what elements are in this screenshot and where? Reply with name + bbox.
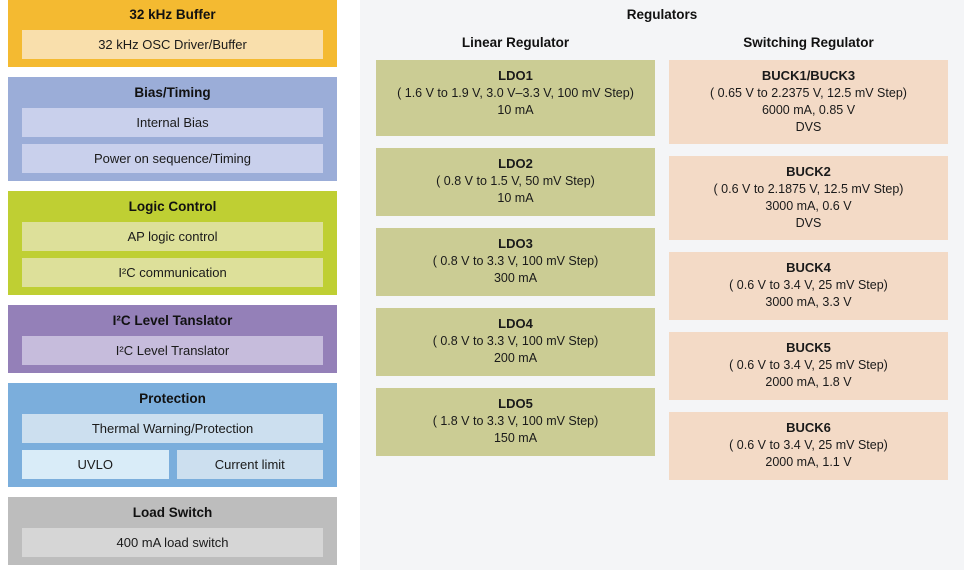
regulator-name: LDO3 <box>498 236 533 251</box>
regulator-extra: DVS <box>795 216 822 230</box>
regulator-columns: Linear Regulator LDO1 ( 1.6 V to 1.9 V, … <box>376 34 948 492</box>
regulator-card-ldo1: LDO1 ( 1.6 V to 1.9 V, 3.0 V–3.3 V, 100 … <box>376 60 655 136</box>
regulator-name: BUCK5 <box>786 340 831 355</box>
block-item-i2c-level-translator: I²C Level Translator <box>22 336 323 365</box>
regulator-card-ldo5: LDO5 ( 1.8 V to 3.3 V, 100 mV Step) 150 … <box>376 388 655 456</box>
regulator-current: 10 mA <box>497 103 534 117</box>
regulator-current: 200 mA <box>493 351 538 365</box>
block-item-internal-bias: Internal Bias <box>22 108 323 137</box>
regulator-name: BUCK6 <box>786 420 831 435</box>
regulator-range: ( 1.8 V to 3.3 V, 100 mV Step) <box>432 414 599 428</box>
regulator-name: BUCK1/BUCK3 <box>761 68 856 83</box>
regulator-range: ( 0.6 V to 2.1875 V, 12.5 mV Step) <box>713 182 904 196</box>
group-title-protection: Protection <box>139 391 206 406</box>
regulator-current: 150 mA <box>493 431 538 445</box>
block-group-i2c-level-translator: I²C Level Tanslator I²C Level Translator <box>8 305 337 373</box>
regulator-range: ( 0.8 V to 1.5 V, 50 mV Step) <box>436 174 595 188</box>
regulator-range: ( 0.6 V to 3.4 V, 25 mV Step) <box>729 278 888 292</box>
regulator-current: 300 mA <box>493 271 538 285</box>
regulator-card-buck5: BUCK5 ( 0.6 V to 3.4 V, 25 mV Step) 2000… <box>669 332 948 400</box>
regulator-current: 3000 mA, 0.6 V <box>765 199 852 213</box>
regulator-range: ( 0.6 V to 3.4 V, 25 mV Step) <box>729 438 888 452</box>
block-group-protection: Protection Thermal Warning/Protection UV… <box>8 383 337 487</box>
regulator-card-buck1-buck3: BUCK1/BUCK3 ( 0.65 V to 2.2375 V, 12.5 m… <box>669 60 948 144</box>
regulator-name: LDO1 <box>498 68 533 83</box>
regulator-card-ldo3: LDO3 ( 0.8 V to 3.3 V, 100 mV Step) 300 … <box>376 228 655 296</box>
block-group-logic-control: Logic Control AP logic control I²C commu… <box>8 191 337 295</box>
protection-item-row: UVLO Current limit <box>22 450 323 479</box>
regulator-name: BUCK2 <box>786 164 831 179</box>
block-item-uvlo: UVLO <box>22 450 169 479</box>
block-item-osc-driver-buffer: 32 kHz OSC Driver/Buffer <box>22 30 323 59</box>
block-item-thermal-warning-protection: Thermal Warning/Protection <box>22 414 323 443</box>
block-item-ap-logic-control: AP logic control <box>22 222 323 251</box>
switching-regulator-column: Switching Regulator BUCK1/BUCK3 ( 0.65 V… <box>669 34 948 492</box>
function-blocks-column: 32 kHz Buffer 32 kHz OSC Driver/Buffer B… <box>0 0 345 570</box>
regulator-current: 2000 mA, 1.1 V <box>765 455 852 469</box>
regulator-range: ( 1.6 V to 1.9 V, 3.0 V–3.3 V, 100 mV St… <box>397 86 634 100</box>
group-title-logic-control: Logic Control <box>128 199 217 214</box>
block-group-load-switch: Load Switch 400 mA load switch <box>8 497 337 565</box>
group-title-i2c-level-translator: I²C Level Tanslator <box>112 313 233 328</box>
regulators-panel: Regulators Linear Regulator LDO1 ( 1.6 V… <box>360 0 964 570</box>
regulator-range: ( 0.8 V to 3.3 V, 100 mV Step) <box>432 334 599 348</box>
regulator-current: 6000 mA, 0.85 V <box>761 103 856 117</box>
regulator-extra: DVS <box>795 120 822 134</box>
group-title-32khz-buffer: 32 kHz Buffer <box>129 7 216 22</box>
regulator-name: LDO4 <box>498 316 533 331</box>
block-item-power-on-sequence-timing: Power on sequence/Timing <box>22 144 323 173</box>
regulator-name: LDO2 <box>498 156 533 171</box>
block-item-i2c-communication: I²C communication <box>22 258 323 287</box>
regulator-card-buck6: BUCK6 ( 0.6 V to 3.4 V, 25 mV Step) 2000… <box>669 412 948 480</box>
linear-regulator-column: Linear Regulator LDO1 ( 1.6 V to 1.9 V, … <box>376 34 655 492</box>
block-group-bias-timing: Bias/Timing Internal Bias Power on seque… <box>8 77 337 181</box>
regulator-current: 2000 mA, 1.8 V <box>765 375 852 389</box>
group-title-load-switch: Load Switch <box>132 505 213 520</box>
block-item-current-limit: Current limit <box>176 450 323 479</box>
regulator-range: ( 0.8 V to 3.3 V, 100 mV Step) <box>432 254 599 268</box>
regulator-current: 10 mA <box>497 191 534 205</box>
regulator-card-buck2: BUCK2 ( 0.6 V to 2.1875 V, 12.5 mV Step)… <box>669 156 948 240</box>
regulator-current: 3000 mA, 3.3 V <box>765 295 852 309</box>
regulator-card-ldo4: LDO4 ( 0.8 V to 3.3 V, 100 mV Step) 200 … <box>376 308 655 376</box>
regulator-card-ldo2: LDO2 ( 0.8 V to 1.5 V, 50 mV Step) 10 mA <box>376 148 655 216</box>
group-title-bias-timing: Bias/Timing <box>134 85 211 100</box>
regulator-card-buck4: BUCK4 ( 0.6 V to 3.4 V, 25 mV Step) 3000… <box>669 252 948 320</box>
regulator-name: LDO5 <box>498 396 533 411</box>
block-group-32khz-buffer: 32 kHz Buffer 32 kHz OSC Driver/Buffer <box>8 0 337 67</box>
linear-regulator-heading: Linear Regulator <box>461 35 570 50</box>
block-item-load-switch: 400 mA load switch <box>22 528 323 557</box>
switching-regulator-heading: Switching Regulator <box>743 35 874 50</box>
regulator-range: ( 0.6 V to 3.4 V, 25 mV Step) <box>729 358 888 372</box>
regulators-title: Regulators <box>626 7 698 22</box>
regulator-range: ( 0.65 V to 2.2375 V, 12.5 mV Step) <box>710 86 907 100</box>
regulator-name: BUCK4 <box>786 260 831 275</box>
